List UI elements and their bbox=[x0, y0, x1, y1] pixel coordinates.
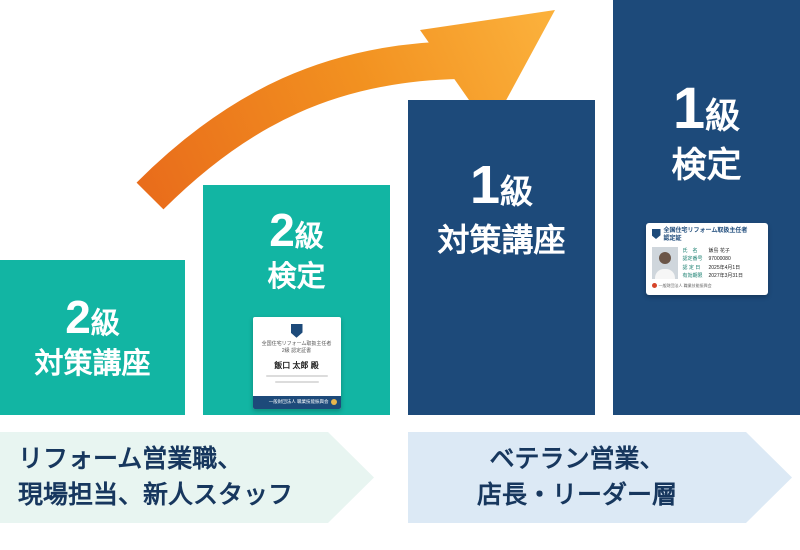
step-label: 検定 bbox=[267, 261, 326, 293]
rank-number: 2 bbox=[269, 204, 295, 256]
banner-line1: リフォーム営業職、 bbox=[18, 445, 243, 473]
license-field-number: 認定番号 97000080 bbox=[683, 256, 762, 263]
certificate-title: 全国住宅リフォーム取扱主任者 bbox=[261, 340, 332, 347]
license-fields: 氏 名 飯島 花子 認定番号 97000080 認 定 日 2025年4月1日 … bbox=[683, 248, 762, 280]
certificate-emblem-icon bbox=[290, 323, 303, 338]
banner-text: ベテラン営業、 店長・リーダー層 bbox=[477, 442, 677, 513]
rank-suffix: 級 bbox=[294, 221, 324, 253]
license-title-line1: 全国住宅リフォーム取扱主任者 bbox=[663, 228, 748, 234]
license-field-issue-date: 認 定 日 2025年4月1日 bbox=[683, 265, 762, 272]
certificate-text-line bbox=[274, 380, 319, 383]
banner-line2: 現場担当、新人スタッフ bbox=[18, 480, 294, 509]
step-label: 対策講座 bbox=[437, 222, 566, 258]
level1-license-card-image: 全国住宅リフォーム取扱主任者 認定証 氏 名 飯島 花子 認定番号 970000… bbox=[645, 223, 768, 295]
rank-number: 2 bbox=[65, 290, 91, 343]
license-card-header: 全国住宅リフォーム取扱主任者 認定証 bbox=[651, 228, 762, 244]
rank-number: 1 bbox=[672, 76, 706, 141]
field-value: 97000080 bbox=[708, 256, 731, 263]
certificate-seal-icon bbox=[330, 399, 337, 406]
license-card-body: 氏 名 飯島 花子 認定番号 97000080 認 定 日 2025年4月1日 … bbox=[651, 246, 762, 280]
certificate-holder-name: 飯口 太郎 殿 bbox=[274, 360, 319, 370]
license-org-row: 一般財団法人 職業技能振興会 bbox=[651, 282, 762, 289]
field-label: 氏 名 bbox=[682, 247, 698, 254]
license-title: 全国住宅リフォーム取扱主任者 認定証 bbox=[664, 228, 748, 244]
field-value: 2027年3月31日 bbox=[708, 273, 743, 280]
license-field-expiry: 有効期限 2027年3月31日 bbox=[683, 273, 762, 280]
certificate-footer: 一般財団法人 職業技能振興会 bbox=[252, 395, 341, 409]
step-label: 検定 bbox=[671, 146, 742, 185]
level2-certificate-image: 全国住宅リフォーム取扱主任者 2級 認定証書 飯口 太郎 殿 一般財団法人 職業… bbox=[252, 316, 341, 409]
license-org: 一般財団法人 職業技能振興会 bbox=[658, 282, 712, 288]
certificate-text-line bbox=[265, 374, 328, 377]
rank-number: 1 bbox=[469, 155, 501, 215]
step-label: 対策講座 bbox=[34, 347, 151, 380]
license-field-name: 氏 名 飯島 花子 bbox=[683, 248, 762, 255]
license-title-line2: 認定証 bbox=[663, 235, 682, 242]
certificate-subtitle: 2級 認定証書 bbox=[281, 348, 312, 355]
rank-suffix: 級 bbox=[90, 307, 120, 340]
certificate-issuer: 一般財団法人 職業技能振興会 bbox=[268, 399, 329, 405]
field-label: 有効期限 bbox=[682, 273, 703, 280]
license-org-logo-icon bbox=[651, 283, 657, 289]
field-value: 飯島 花子 bbox=[708, 247, 730, 254]
field-value: 2025年4月1日 bbox=[708, 264, 741, 271]
license-photo bbox=[651, 246, 678, 279]
field-label: 認定番号 bbox=[682, 256, 703, 263]
field-label: 認 定 日 bbox=[682, 264, 701, 271]
rank-suffix: 級 bbox=[500, 173, 534, 210]
license-emblem-icon bbox=[651, 229, 661, 239]
banner-text: リフォーム営業職、 現場担当、新人スタッフ bbox=[18, 442, 293, 513]
rank-suffix: 級 bbox=[705, 97, 741, 136]
banner-line2: 店長・リーダー層 bbox=[476, 480, 677, 509]
banner-target-level1: ベテラン営業、 店長・リーダー層 bbox=[408, 432, 792, 523]
banner-line1: ベテラン営業、 bbox=[489, 445, 665, 473]
banner-target-level2: リフォーム営業職、 現場担当、新人スタッフ bbox=[0, 432, 374, 523]
